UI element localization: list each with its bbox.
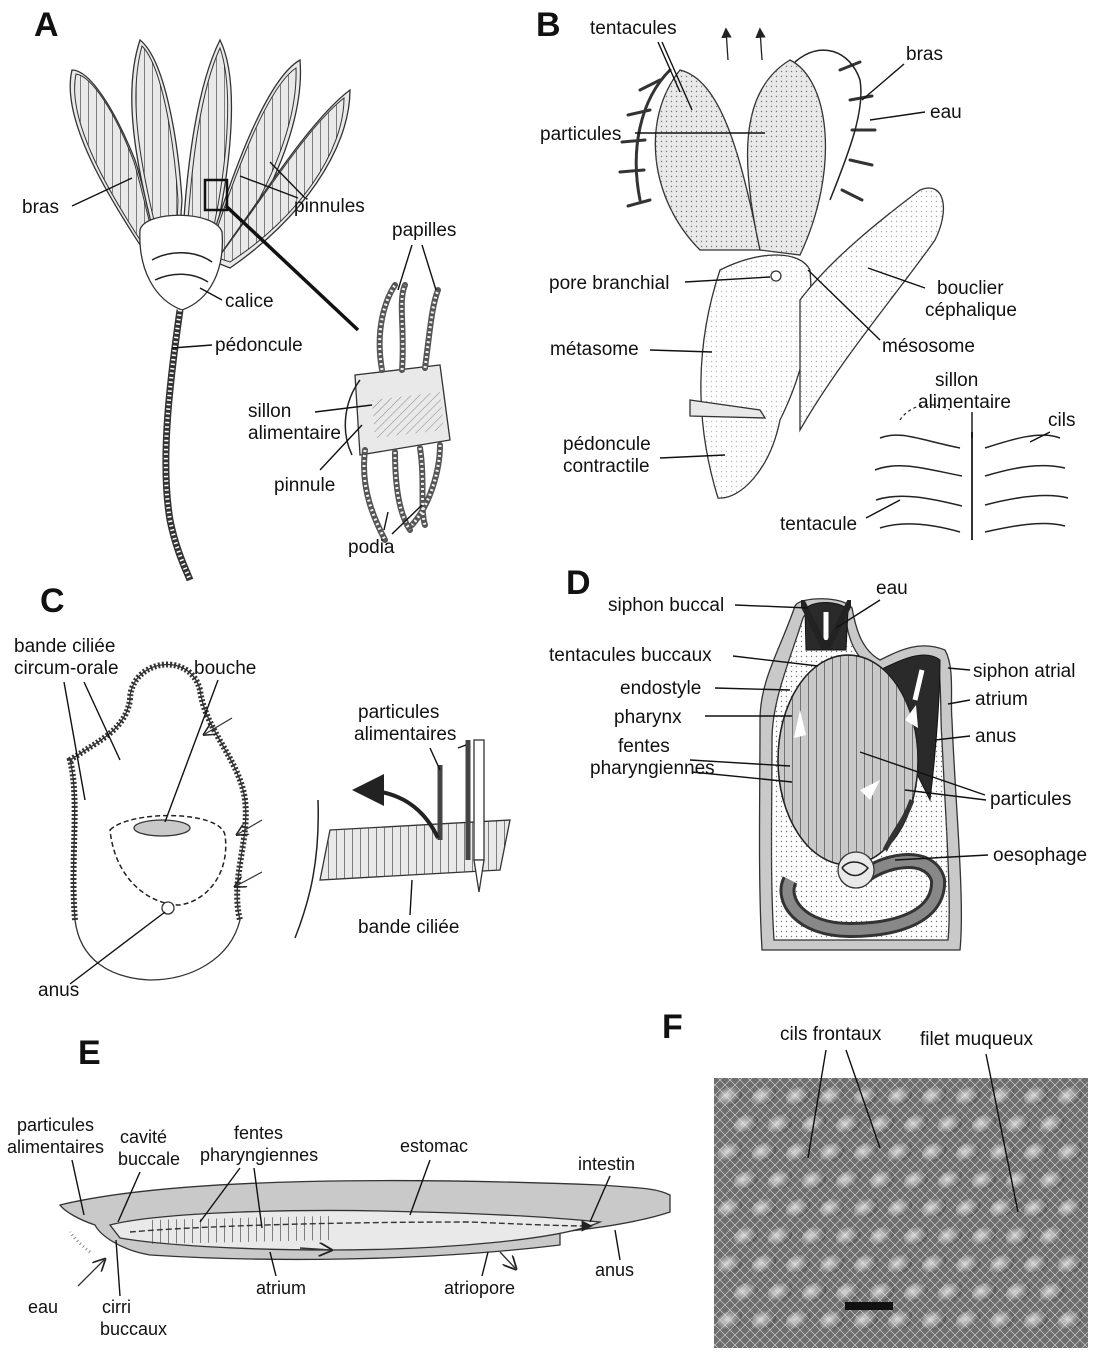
label-b-particules: particules — [540, 124, 621, 145]
label-b-sillon: sillon — [935, 370, 978, 391]
label-e-fentes: fentes — [234, 1123, 283, 1143]
label-e-particules: particules — [17, 1115, 94, 1135]
label-d-tentacules-buccaux: tentacules buccaux — [549, 645, 712, 666]
label-d-pharynx: pharynx — [614, 707, 682, 728]
label-b-cils: cils — [1048, 410, 1075, 431]
label-e-anus: anus — [595, 1260, 634, 1280]
panel-c: C bande ciliée circum-orale bouche parti… — [14, 582, 510, 1001]
ciliary-band-inset — [295, 740, 510, 938]
label-b-mesosome: mésosome — [882, 336, 975, 357]
label-a-papilles: papilles — [392, 220, 456, 241]
panel-a-letter: A — [34, 6, 59, 44]
label-e-buccale: buccale — [118, 1149, 180, 1169]
label-d-siphon-atrial: siphon atrial — [973, 661, 1075, 682]
label-d-anus: anus — [975, 726, 1016, 747]
label-a-pedoncule: pédoncule — [215, 335, 303, 356]
label-e-atrium: atrium — [256, 1278, 306, 1298]
label-d-oesophage: oesophage — [993, 845, 1087, 866]
pinnule-inset — [345, 285, 450, 540]
label-a-pinnules: pinnules — [294, 196, 365, 217]
label-f-cils-frontaux: cils frontaux — [780, 1024, 882, 1045]
panel-e: E particules alimentaires cavité buccale… — [7, 1034, 670, 1339]
label-c-particules: particules — [358, 702, 439, 723]
label-e-buccaux: buccaux — [100, 1319, 167, 1339]
stalk — [166, 310, 190, 580]
label-b-tentacules: tentacules — [590, 18, 677, 39]
panel-e-letter: E — [78, 1034, 101, 1072]
label-d-pharyngiennes: pharyngiennes — [590, 758, 715, 779]
panel-b-letter: B — [536, 6, 561, 44]
label-b-bras: bras — [906, 44, 943, 65]
label-c-circum-orale: circum-orale — [14, 658, 119, 679]
label-d-endostyle: endostyle — [620, 678, 701, 699]
label-e-atriopore: atriopore — [444, 1278, 515, 1298]
label-b-contractile: contractile — [563, 456, 650, 477]
label-e-estomac: estomac — [400, 1136, 468, 1156]
label-f-filet-muqueux: filet muqueux — [920, 1029, 1034, 1050]
label-e-pharyngiennes: pharyngiennes — [200, 1145, 318, 1165]
lophophore — [620, 30, 875, 255]
label-a-calice: calice — [225, 291, 274, 312]
label-e-alimentaires: alimentaires — [7, 1137, 104, 1157]
panel-a: A — [22, 6, 456, 580]
label-b-tentacule: tentacule — [780, 514, 857, 535]
label-d-particules: particules — [990, 789, 1071, 810]
label-a-sillon: sillon — [248, 401, 291, 422]
label-b-metasome: métasome — [550, 339, 639, 360]
label-c-alimentaires: alimentaires — [354, 724, 456, 745]
label-e-intestin: intestin — [578, 1154, 635, 1174]
label-b-pore-branchial: pore branchial — [549, 273, 669, 294]
label-c-bouche: bouche — [194, 658, 256, 679]
label-b-alimentaire: alimentaire — [918, 392, 1011, 413]
panel-d-letter: D — [566, 564, 591, 602]
label-d-fentes: fentes — [618, 736, 670, 757]
scale-bar — [845, 1302, 893, 1310]
label-b-eau: eau — [930, 102, 962, 123]
label-a-bras: bras — [22, 197, 59, 218]
label-d-eau: eau — [876, 578, 908, 599]
label-b-cephalique: céphalique — [925, 300, 1017, 321]
panel-f: F cils frontaux filet muqueux — [662, 1008, 1088, 1348]
label-c-bande-ciliee: bande ciliée — [14, 636, 115, 657]
label-e-cavite: cavité — [120, 1127, 167, 1147]
label-d-atrium: atrium — [975, 689, 1028, 710]
panel-c-letter: C — [40, 582, 65, 620]
label-c-anus: anus — [38, 980, 79, 1001]
panel-f-letter: F — [662, 1008, 683, 1046]
panel-b: B tentacules bras — [536, 6, 1075, 540]
label-a-pinnule: pinnule — [274, 475, 335, 496]
label-b-pedoncule: pédoncule — [563, 434, 651, 455]
gill-slits — [148, 1216, 332, 1244]
label-a-podia: podia — [348, 537, 395, 558]
label-a-alimentaire: alimentaire — [248, 423, 341, 444]
panel-d: D eau siphon buccal tentacules buccaux s… — [549, 564, 1087, 950]
label-e-eau: eau — [28, 1297, 58, 1317]
label-e-cirri: cirri — [102, 1297, 131, 1317]
label-c-bande-ciliee-2: bande ciliée — [358, 917, 459, 938]
calyx — [140, 215, 223, 310]
label-b-bouclier: bouclier — [937, 278, 1004, 299]
label-d-siphon-buccal: siphon buccal — [608, 595, 724, 616]
